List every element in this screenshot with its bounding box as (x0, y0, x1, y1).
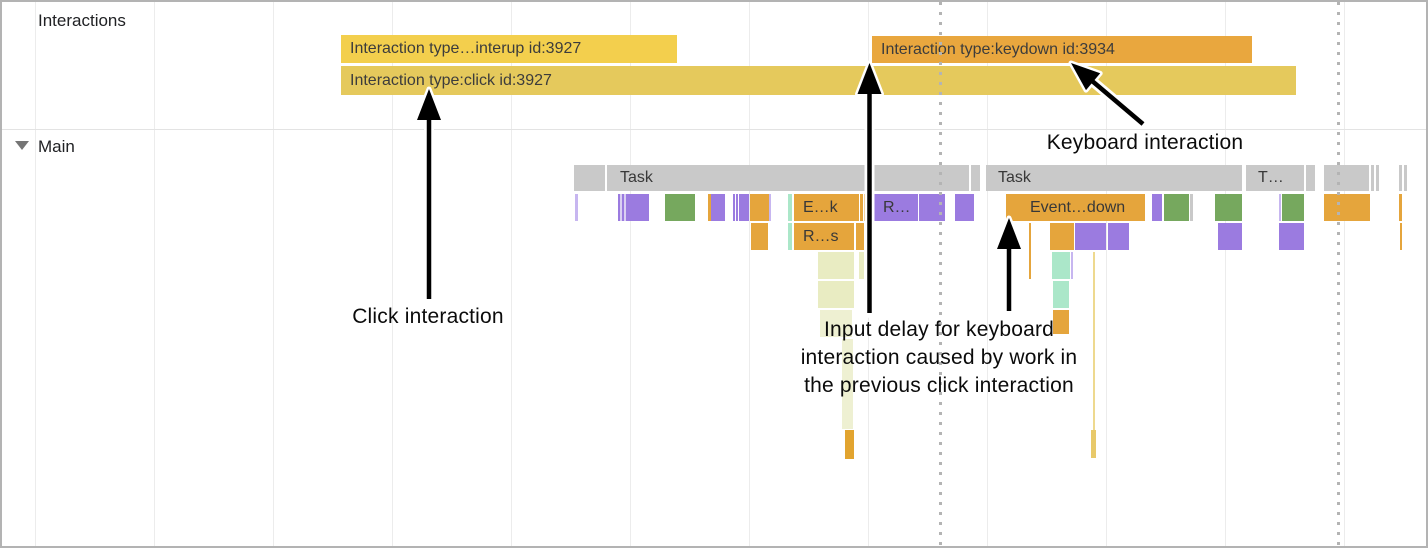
task-bar[interactable] (1404, 165, 1407, 191)
interaction-bar-keydown[interactable]: Interaction type:keydown id:3934 (872, 36, 1252, 63)
main-track-label: Main (38, 137, 75, 156)
flame-bar[interactable] (955, 194, 974, 221)
annotation-input-delay: Input delay for keyboard interaction cau… (778, 316, 1100, 400)
flame-bar[interactable] (842, 339, 853, 429)
flame-bar[interactable] (818, 252, 854, 279)
task-bar[interactable] (1399, 165, 1402, 191)
task-bar[interactable] (574, 165, 605, 191)
flame-bar[interactable] (736, 194, 738, 221)
flame-bar[interactable] (1071, 252, 1073, 279)
task-bar[interactable] (873, 165, 969, 191)
flame-bar[interactable] (751, 223, 768, 250)
flame-bar-run-microtasks[interactable]: R… (874, 194, 918, 221)
flame-bar[interactable] (845, 430, 854, 459)
flame-bar[interactable] (627, 194, 649, 221)
flame-bar[interactable] (575, 194, 578, 221)
time-gridline (630, 2, 631, 546)
flame-bar[interactable] (1093, 252, 1095, 430)
time-gridline (392, 2, 393, 546)
flame-bar[interactable] (711, 194, 725, 221)
flame-bar[interactable] (1218, 223, 1242, 250)
interactions-track-label: Interactions (38, 11, 126, 30)
flame-bar[interactable] (788, 223, 792, 250)
time-gridline (35, 2, 36, 546)
flame-bar[interactable] (1282, 194, 1304, 221)
flame-bar-event-click[interactable]: E…k (794, 194, 859, 221)
flame-bar[interactable] (708, 194, 711, 221)
flame-bar[interactable] (860, 194, 863, 221)
flame-bar[interactable] (618, 194, 627, 221)
task-bar-label: Task (998, 169, 1031, 186)
flame-bar[interactable] (859, 252, 864, 279)
flame-bar[interactable] (1279, 194, 1281, 221)
flame-bar-run-microtasks-label: R… (883, 199, 911, 216)
arrow-click-interaction (414, 86, 444, 304)
task-bar[interactable]: Task (986, 165, 1242, 191)
flame-bar[interactable] (1108, 223, 1129, 250)
time-gridline (273, 2, 274, 546)
flame-bar-event-click-label: E…k (803, 199, 838, 216)
arrow-input-delay-short (994, 215, 1024, 316)
flame-bar[interactable] (665, 194, 695, 221)
flame-bar[interactable] (1324, 194, 1370, 221)
annotation-input-delay-line1: Input delay for keyboard (823, 318, 1055, 341)
flame-bar[interactable] (1400, 223, 1402, 250)
task-bar[interactable] (1306, 165, 1315, 191)
flame-bar[interactable] (733, 194, 735, 221)
time-gridline (1225, 2, 1226, 546)
flame-bar[interactable] (788, 194, 792, 221)
time-marker-dotted (939, 2, 942, 546)
flame-bar[interactable] (1052, 252, 1070, 279)
flame-bar[interactable] (1091, 430, 1096, 458)
task-bar[interactable]: T… (1246, 165, 1304, 191)
interaction-bar-click[interactable]: Interaction type:click id:3927 (341, 66, 1296, 95)
task-bar-label: T… (1258, 169, 1284, 186)
flame-bar[interactable] (750, 194, 769, 221)
flame-bar[interactable] (1053, 281, 1069, 308)
interaction-bar-pointerup[interactable]: Interaction type…interup id:3927 (341, 35, 677, 63)
annotation-input-delay-line2: interaction caused by work in (800, 346, 1078, 369)
flame-bar[interactable] (1050, 223, 1074, 250)
time-gridline (749, 2, 750, 546)
flame-bar[interactable] (856, 223, 864, 250)
annotation-click-interaction: Click interaction (352, 305, 504, 328)
flame-bar[interactable] (739, 194, 749, 221)
main-track-header[interactable]: Main (15, 137, 75, 157)
task-bar[interactable] (971, 165, 980, 191)
flame-bar[interactable] (1075, 223, 1106, 250)
annotation-input-delay-line3: the previous click interaction (804, 374, 1074, 397)
flame-bar[interactable] (818, 281, 854, 308)
collapse-triangle-icon[interactable] (15, 141, 29, 150)
flame-bar[interactable] (1190, 194, 1193, 221)
flame-bar[interactable] (1053, 310, 1069, 334)
flame-bar[interactable] (820, 310, 852, 337)
flame-bar-event-keydown-label: Event…down (1030, 199, 1126, 216)
task-bar[interactable] (1324, 165, 1369, 191)
flame-bar[interactable] (1399, 194, 1402, 221)
task-bar[interactable] (1371, 165, 1374, 191)
flame-bar[interactable] (1279, 223, 1304, 250)
time-gridline (511, 2, 512, 546)
flame-bar[interactable] (1164, 194, 1189, 221)
flame-bar-event-keydown[interactable]: Event…down (1006, 194, 1145, 221)
flame-bar[interactable] (1152, 194, 1162, 221)
task-bar-label: Task (620, 169, 653, 186)
flame-bar[interactable] (1029, 223, 1031, 279)
time-marker-dotted (1337, 2, 1340, 546)
flame-bar-run-microtasks[interactable]: R…s (794, 223, 854, 250)
time-gridline (987, 2, 988, 546)
flame-bar[interactable] (769, 194, 771, 221)
time-gridline (154, 2, 155, 546)
task-bar[interactable] (1376, 165, 1379, 191)
time-gridline (1106, 2, 1107, 546)
annotation-keyboard-interaction: Keyboard interaction (1046, 131, 1244, 154)
track-divider (2, 129, 1426, 130)
flame-bar[interactable] (1215, 194, 1242, 221)
task-bar[interactable]: Task (607, 165, 868, 191)
flame-bar-run-microtasks-label: R…s (803, 228, 839, 245)
time-gridline (1344, 2, 1345, 546)
flame-bar[interactable] (864, 194, 867, 221)
